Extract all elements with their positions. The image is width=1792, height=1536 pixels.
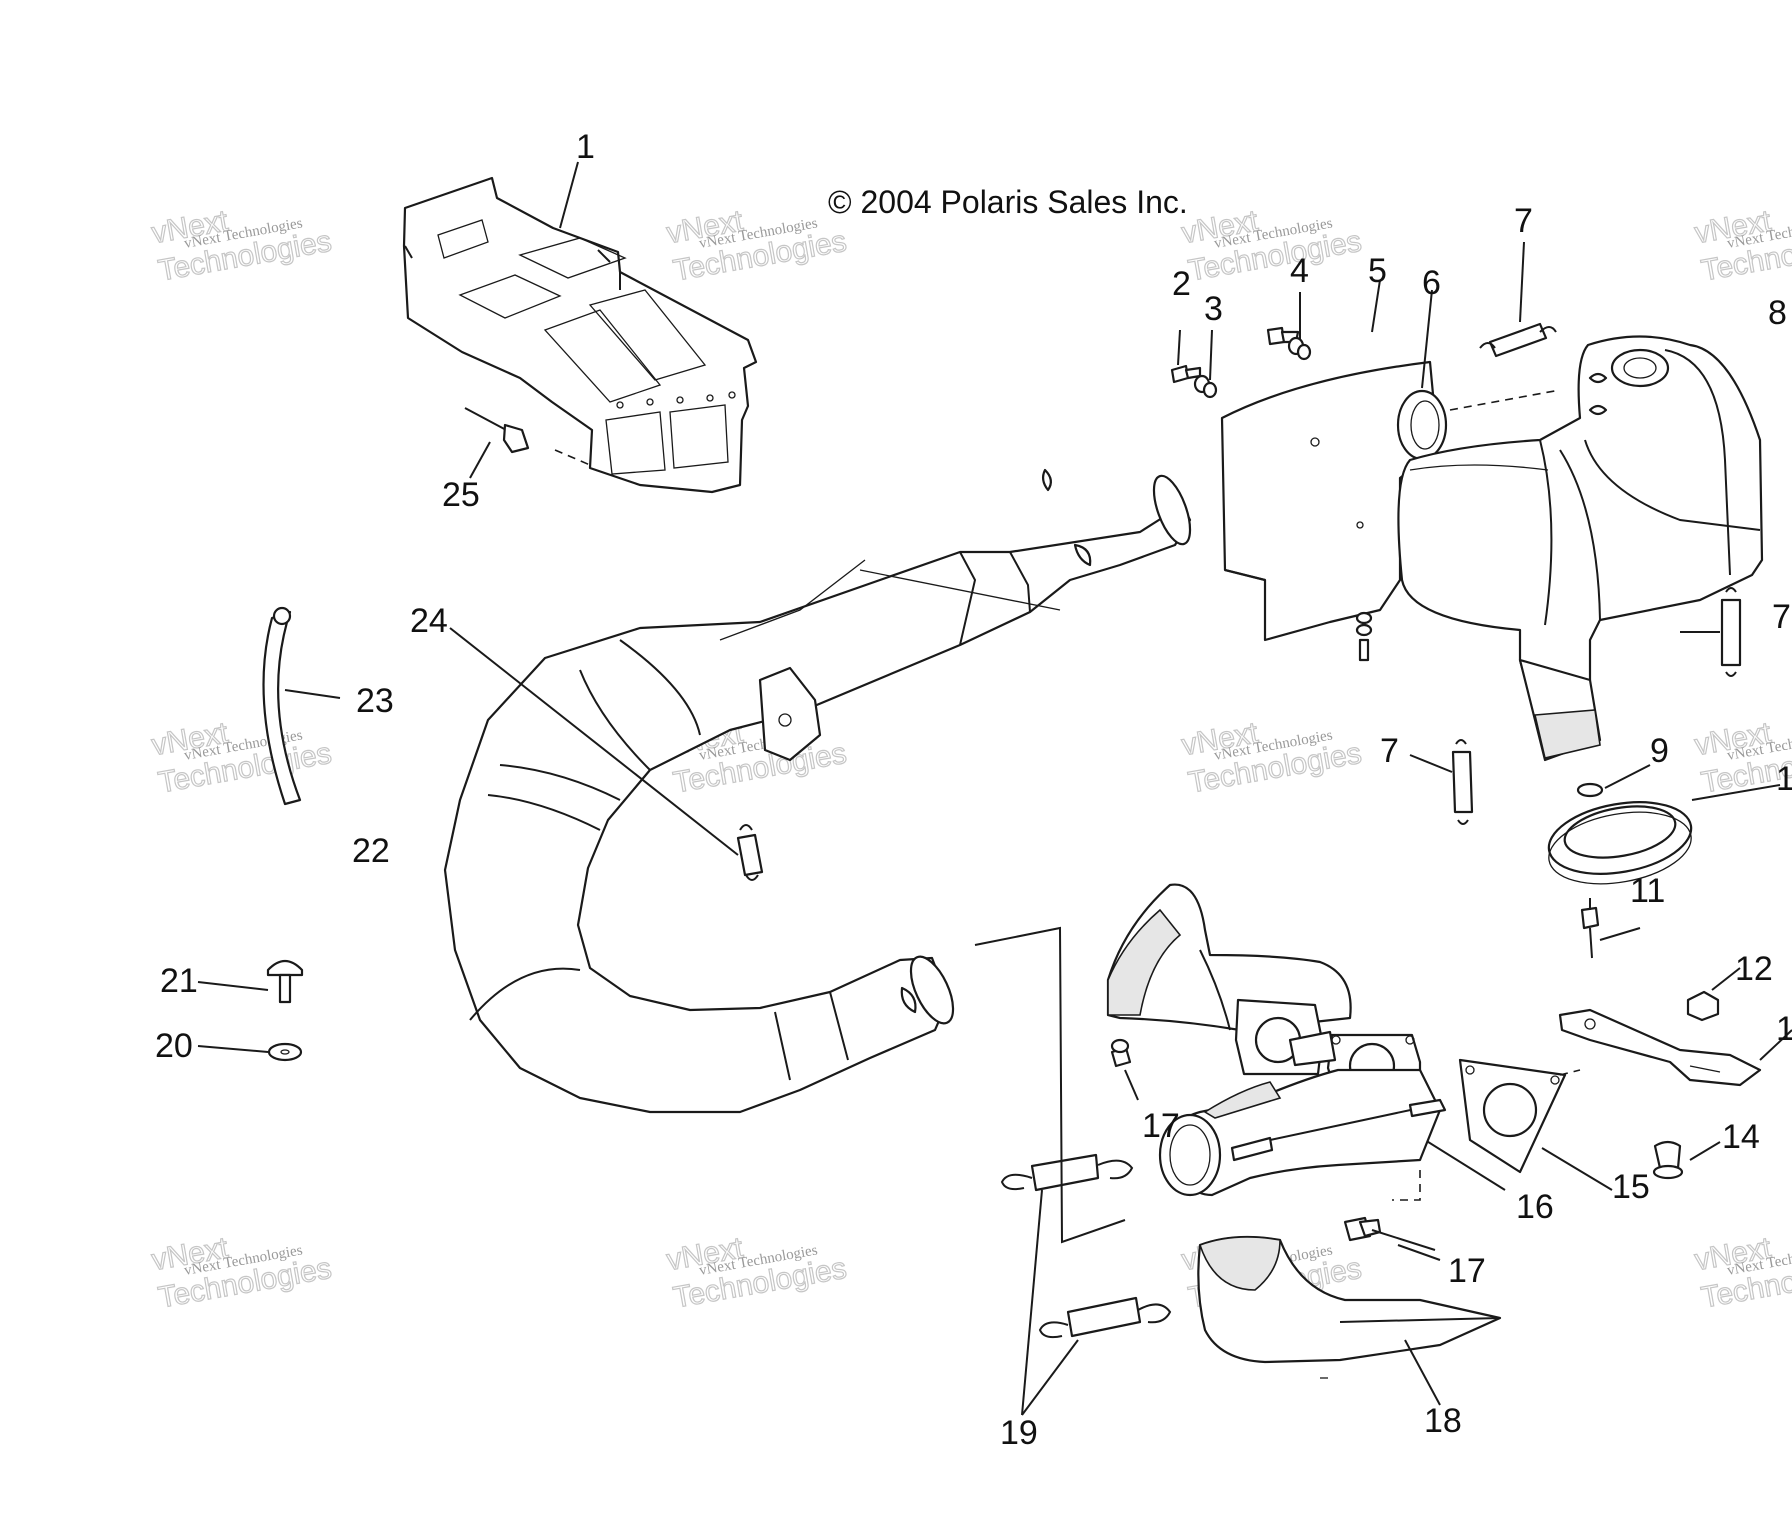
callout-22: 22 <box>352 832 390 870</box>
part-7-spring-right <box>1680 587 1742 677</box>
part-24-spring <box>449 627 764 881</box>
part-10-gasket-ring <box>1547 784 1781 885</box>
callout-1: 1 <box>576 128 595 166</box>
watermark: vNext vNext Technologies Technologies <box>1692 204 1792 289</box>
callout-16: 16 <box>1516 1188 1554 1226</box>
part-18-heat-shield-lower <box>1197 1235 1502 1406</box>
part-21-screw <box>197 959 304 1004</box>
watermark: vNext vNext Technologies Technologies <box>1692 1231 1792 1316</box>
part-19-spring-upper <box>1000 1153 1134 1192</box>
part-6-gasket <box>1396 389 1561 461</box>
callout-23: 23 <box>356 682 394 720</box>
leader-bracket-19 <box>974 926 1126 1244</box>
part-13-bracket <box>1558 1008 1792 1087</box>
watermark: vNext vNext Technologies Technologies <box>664 1231 850 1316</box>
part-23-strap <box>262 606 341 806</box>
callout-5: 5 <box>1368 252 1387 290</box>
part-14-bolt <box>1652 1140 1721 1180</box>
callout-labels: 1 2 3 4 5 6 7 8 7 9 10 11 12 13 14 15 16… <box>155 128 1792 1452</box>
callout-9: 9 <box>1650 732 1669 770</box>
callout-13: 13 <box>1776 1010 1792 1048</box>
part-11-pin <box>1580 898 1641 959</box>
part-2-bolt <box>1170 329 1202 384</box>
part-3-washer <box>1193 329 1218 399</box>
callout-4: 4 <box>1290 252 1309 290</box>
callout-2: 2 <box>1172 265 1191 303</box>
callout-17-upper: 17 <box>1142 1107 1180 1145</box>
watermark: vNext vNext Technologies Technologies <box>149 1231 335 1316</box>
watermark: vNext vNext Technologies Technologies <box>149 716 335 801</box>
callout-14: 14 <box>1722 1118 1760 1156</box>
part-9-washer <box>1576 764 1651 798</box>
muffler-lower-bolt <box>1355 611 1373 662</box>
part-19-spring-lower <box>1021 1189 1172 1416</box>
callout-7-right: 7 <box>1772 598 1791 636</box>
part-5-heat-shield <box>1220 360 1440 642</box>
part-4-bolt <box>1266 292 1312 361</box>
callout-7-top: 7 <box>1514 202 1533 240</box>
part-25-rivet <box>464 407 530 479</box>
callout-25: 25 <box>442 476 480 514</box>
callout-8: 8 <box>1768 294 1787 332</box>
part-12-nut <box>1686 967 1741 1022</box>
part-heat-shield-upper <box>1106 883 1352 1032</box>
callout-3: 3 <box>1204 290 1223 328</box>
part-15-gasket <box>1458 1058 1613 1191</box>
watermark: vNext vNext Technologies Technologies <box>664 204 850 289</box>
callout-21: 21 <box>160 962 198 1000</box>
part-7-spring-mid <box>1409 739 1474 825</box>
part-22-expansion-chamber <box>443 468 1192 1114</box>
callout-15: 15 <box>1612 1168 1650 1206</box>
part-17-bolt-lower <box>1343 1216 1436 1251</box>
callout-17-lower: 17 <box>1448 1252 1486 1290</box>
callout-20: 20 <box>155 1027 193 1065</box>
watermark: vNext vNext Technologies Technologies <box>1179 204 1365 289</box>
copyright-text: © 2004 Polaris Sales Inc. <box>828 184 1188 220</box>
part-8-muffler <box>1397 335 1764 762</box>
part-17-bolt-upper <box>1110 1038 1139 1101</box>
callout-24: 24 <box>410 602 448 640</box>
callout-6: 6 <box>1422 264 1441 302</box>
callout-11: 11 <box>1630 872 1665 910</box>
watermark: vNext vNext Technologies Technologies <box>149 204 335 289</box>
part-1-bracket <box>402 176 758 494</box>
part-20-washer <box>197 1042 303 1062</box>
watermark: vNext vNext Technologies Technologies <box>1179 716 1365 801</box>
callout-10: 10 <box>1776 760 1792 798</box>
callout-leaders <box>559 161 1441 1261</box>
part-7-spring-top <box>1479 241 1557 358</box>
callout-12: 12 <box>1735 950 1773 988</box>
callout-18: 18 <box>1424 1402 1462 1440</box>
part-header-pipe <box>1158 998 1447 1201</box>
callout-7-mid: 7 <box>1380 732 1399 770</box>
callout-19: 19 <box>1000 1414 1038 1452</box>
